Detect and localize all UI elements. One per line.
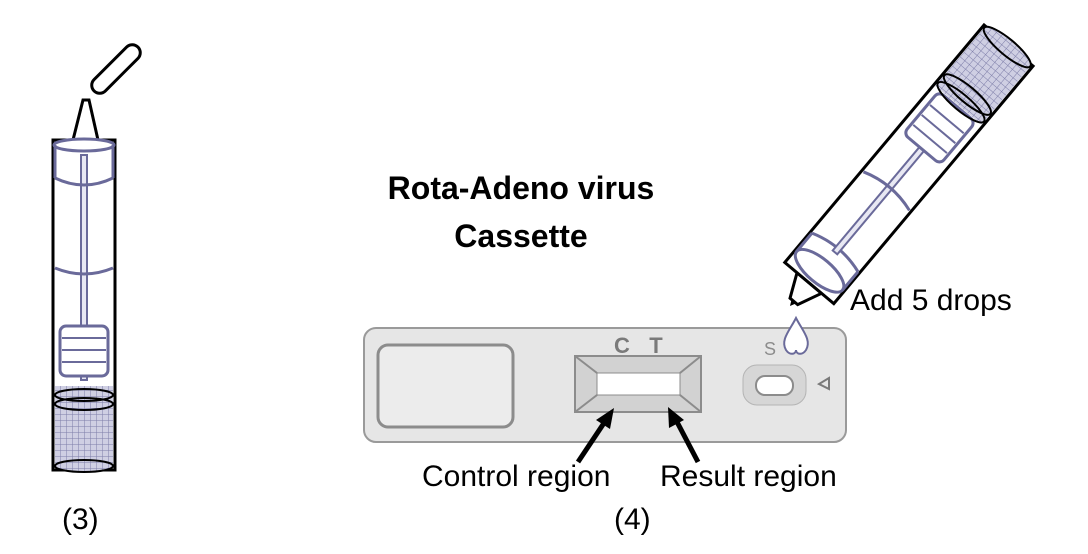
dropper-tube xyxy=(782,22,1036,307)
control-line-marker: C xyxy=(614,333,630,358)
cassette-title-line2: Cassette xyxy=(454,218,588,254)
result-region-label: Result region xyxy=(660,460,837,493)
tube-cap xyxy=(90,43,142,95)
test-line-marker: T xyxy=(649,333,663,358)
result-region-arrow xyxy=(668,407,701,464)
sample-drop-icon xyxy=(783,315,809,355)
result-window xyxy=(574,355,702,413)
cassette-title: Rota-Adeno virus Cassette xyxy=(331,164,711,260)
tube-liquid xyxy=(54,386,114,473)
label-area xyxy=(376,343,515,429)
extraction-tube xyxy=(51,43,142,473)
test-cassette: C T S xyxy=(363,327,847,443)
tube-nozzle xyxy=(71,98,100,142)
add-drops-label: Add 5 drops xyxy=(850,284,1012,317)
swab-shaft xyxy=(80,154,88,381)
sample-well-marker: S xyxy=(764,339,776,359)
sample-well xyxy=(742,364,807,406)
step-4-label: (4) xyxy=(614,503,651,536)
step-3-label: (3) xyxy=(62,503,99,536)
flow-arrow-icon xyxy=(816,376,830,391)
control-region-arrow xyxy=(575,408,614,464)
swab-head xyxy=(58,324,110,378)
control-region-label: Control region xyxy=(422,460,611,493)
cassette-title-line1: Rota-Adeno virus xyxy=(387,170,655,206)
